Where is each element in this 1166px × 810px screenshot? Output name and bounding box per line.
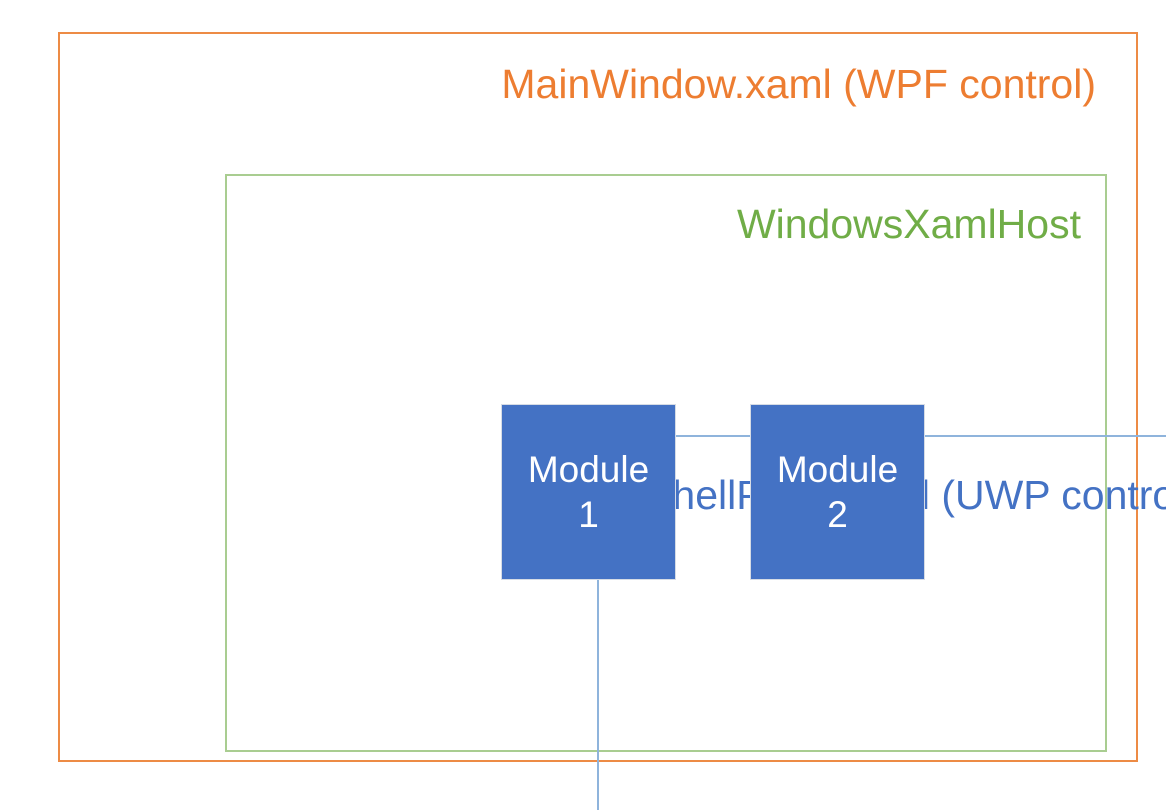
module-box-2: Module 2 — [750, 404, 925, 580]
module-box-1-line-2: 1 — [578, 494, 599, 535]
module-box-1-line-1: Module — [527, 448, 650, 490]
module-box-2-line-2: 2 — [827, 494, 848, 535]
layer-mainwindow-wpf: MainWindow.xaml (WPF control) WindowsXam… — [58, 32, 1166, 810]
module-box-2-line-1: Module — [776, 448, 899, 490]
module-box-1: Module 1 — [501, 404, 676, 580]
layer-windowsxamlhost-label: WindowsXamlHost — [736, 201, 1081, 247]
layer-mainwindow-label: MainWindow.xaml (WPF control) — [501, 61, 1096, 107]
